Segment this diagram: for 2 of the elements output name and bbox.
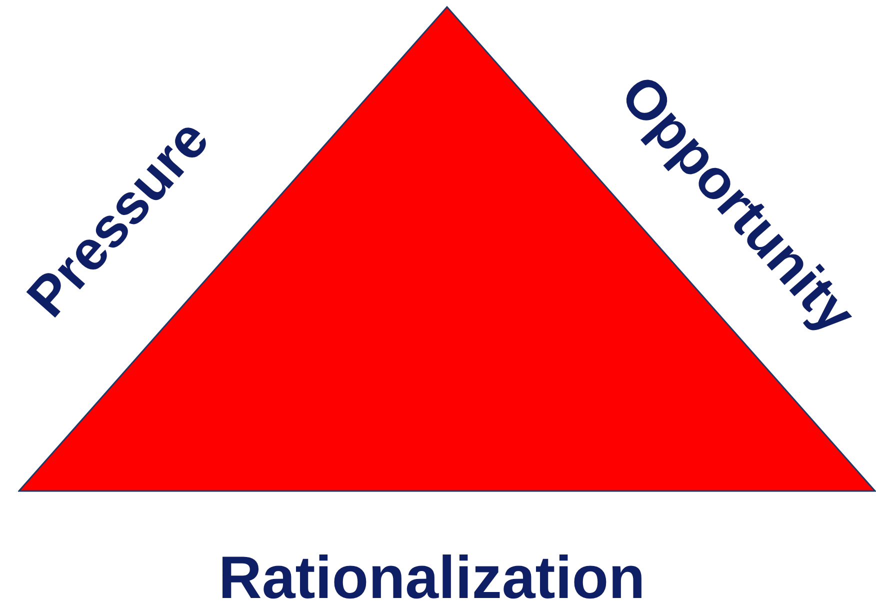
base-label: Rationalization	[218, 548, 646, 607]
triangle-shape	[18, 6, 876, 492]
